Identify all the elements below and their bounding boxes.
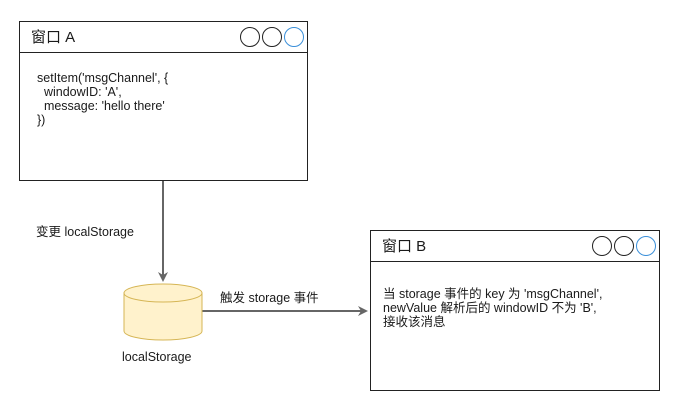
window-b-text: 当 storage 事件的 key 为 'msgChannel', newVal… [383,287,603,329]
window-a-controls [240,27,304,47]
window-a: 窗口 A setItem('msgChannel', { windowID: '… [19,21,308,181]
window-control-icon [284,27,304,47]
window-control-icon [636,236,656,256]
localstorage-label: localStorage [122,350,192,364]
window-control-icon [614,236,634,256]
change-localstorage-label: 变更 localStorage [36,225,134,239]
trigger-storage-event-label: 触发 storage 事件 [220,291,319,305]
window-a-titlebar: 窗口 A [20,22,307,53]
window-a-title: 窗口 A [31,29,76,46]
localstorage-cylinder [123,283,203,341]
window-b: 窗口 B 当 storage 事件的 key 为 'msgChannel', n… [370,230,660,391]
window-control-icon [240,27,260,47]
window-a-code: setItem('msgChannel', { windowID: 'A', m… [37,71,169,127]
window-b-titlebar: 窗口 B [371,231,659,262]
window-control-icon [262,27,282,47]
window-b-title: 窗口 B [382,238,427,255]
window-b-controls [592,236,656,256]
window-control-icon [592,236,612,256]
